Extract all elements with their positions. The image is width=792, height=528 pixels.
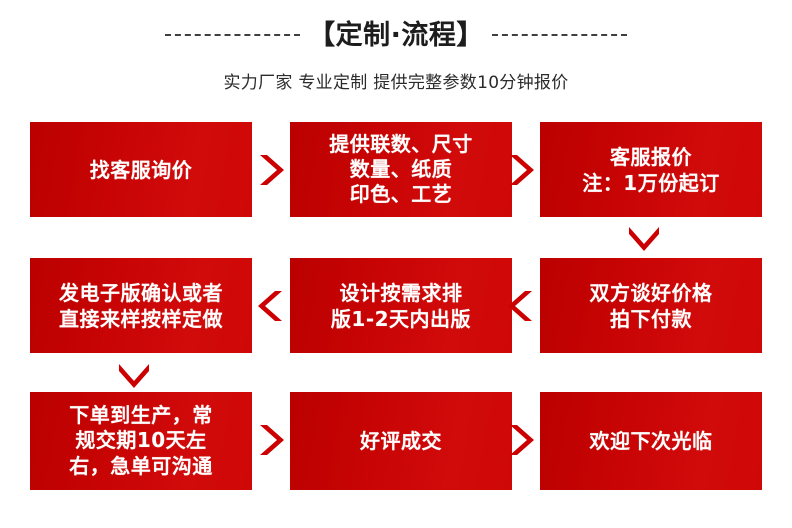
header: 【定制·流程】 实力厂家 专业定制 提供完整参数10分钟报价 [0,16,792,93]
chevron-right-icon [506,153,536,187]
flow-step-3-label: 客服报价 注：1万份起订 [582,144,720,195]
page-subtitle: 实力厂家 专业定制 提供完整参数10分钟报价 [223,73,569,93]
flow-step-2: 提供联数、尺寸 数量、纸质 印色、工艺 [290,122,512,217]
title-row: 【定制·流程】 [0,16,792,54]
flow-step-8-label: 好评成交 [360,429,442,453]
flow-step-5-label: 设计按需求排 版1-2天内出版 [330,280,472,331]
flow-step-7-label: 下单到生产，常 规交期10天左 右，急单可沟通 [69,403,213,478]
flow-step-9: 欢迎下次光临 [540,392,762,490]
chevron-right-icon [256,423,286,457]
dashed-rule-left [165,34,301,36]
page-title: 【定制·流程】 [308,19,484,51]
flow-step-4: 双方谈好价格 拍下付款 [540,258,762,353]
chevron-right-icon [506,423,536,457]
flow-step-2-label: 提供联数、尺寸 数量、纸质 印色、工艺 [329,131,473,207]
flow-step-1-label: 找客服询价 [89,157,193,182]
flow-diagram: 找客服询价 提供联数、尺寸 数量、纸质 印色、工艺 客服报价 注：1万份起订 发… [30,122,762,490]
flow-step-8: 好评成交 [290,392,512,490]
flow-step-4-label: 双方谈好价格 拍下付款 [589,280,713,331]
chevron-right-icon [256,153,286,187]
flow-step-7: 下单到生产，常 规交期10天左 右，急单可沟通 [30,392,252,490]
chevron-down-icon [117,360,151,390]
flow-step-6: 发电子版确认或者 直接来样按样定做 [30,258,252,353]
chevron-left-icon [256,289,286,323]
flow-step-5: 设计按需求排 版1-2天内出版 [290,258,512,353]
chevron-down-icon [627,223,661,253]
flow-step-9-label: 欢迎下次光临 [589,429,713,453]
flow-step-6-label: 发电子版确认或者 直接来样按样定做 [59,280,223,331]
flow-step-1: 找客服询价 [30,122,252,217]
chevron-left-icon [506,289,536,323]
dashed-rule-right [491,34,627,36]
flow-step-3: 客服报价 注：1万份起订 [540,122,762,217]
